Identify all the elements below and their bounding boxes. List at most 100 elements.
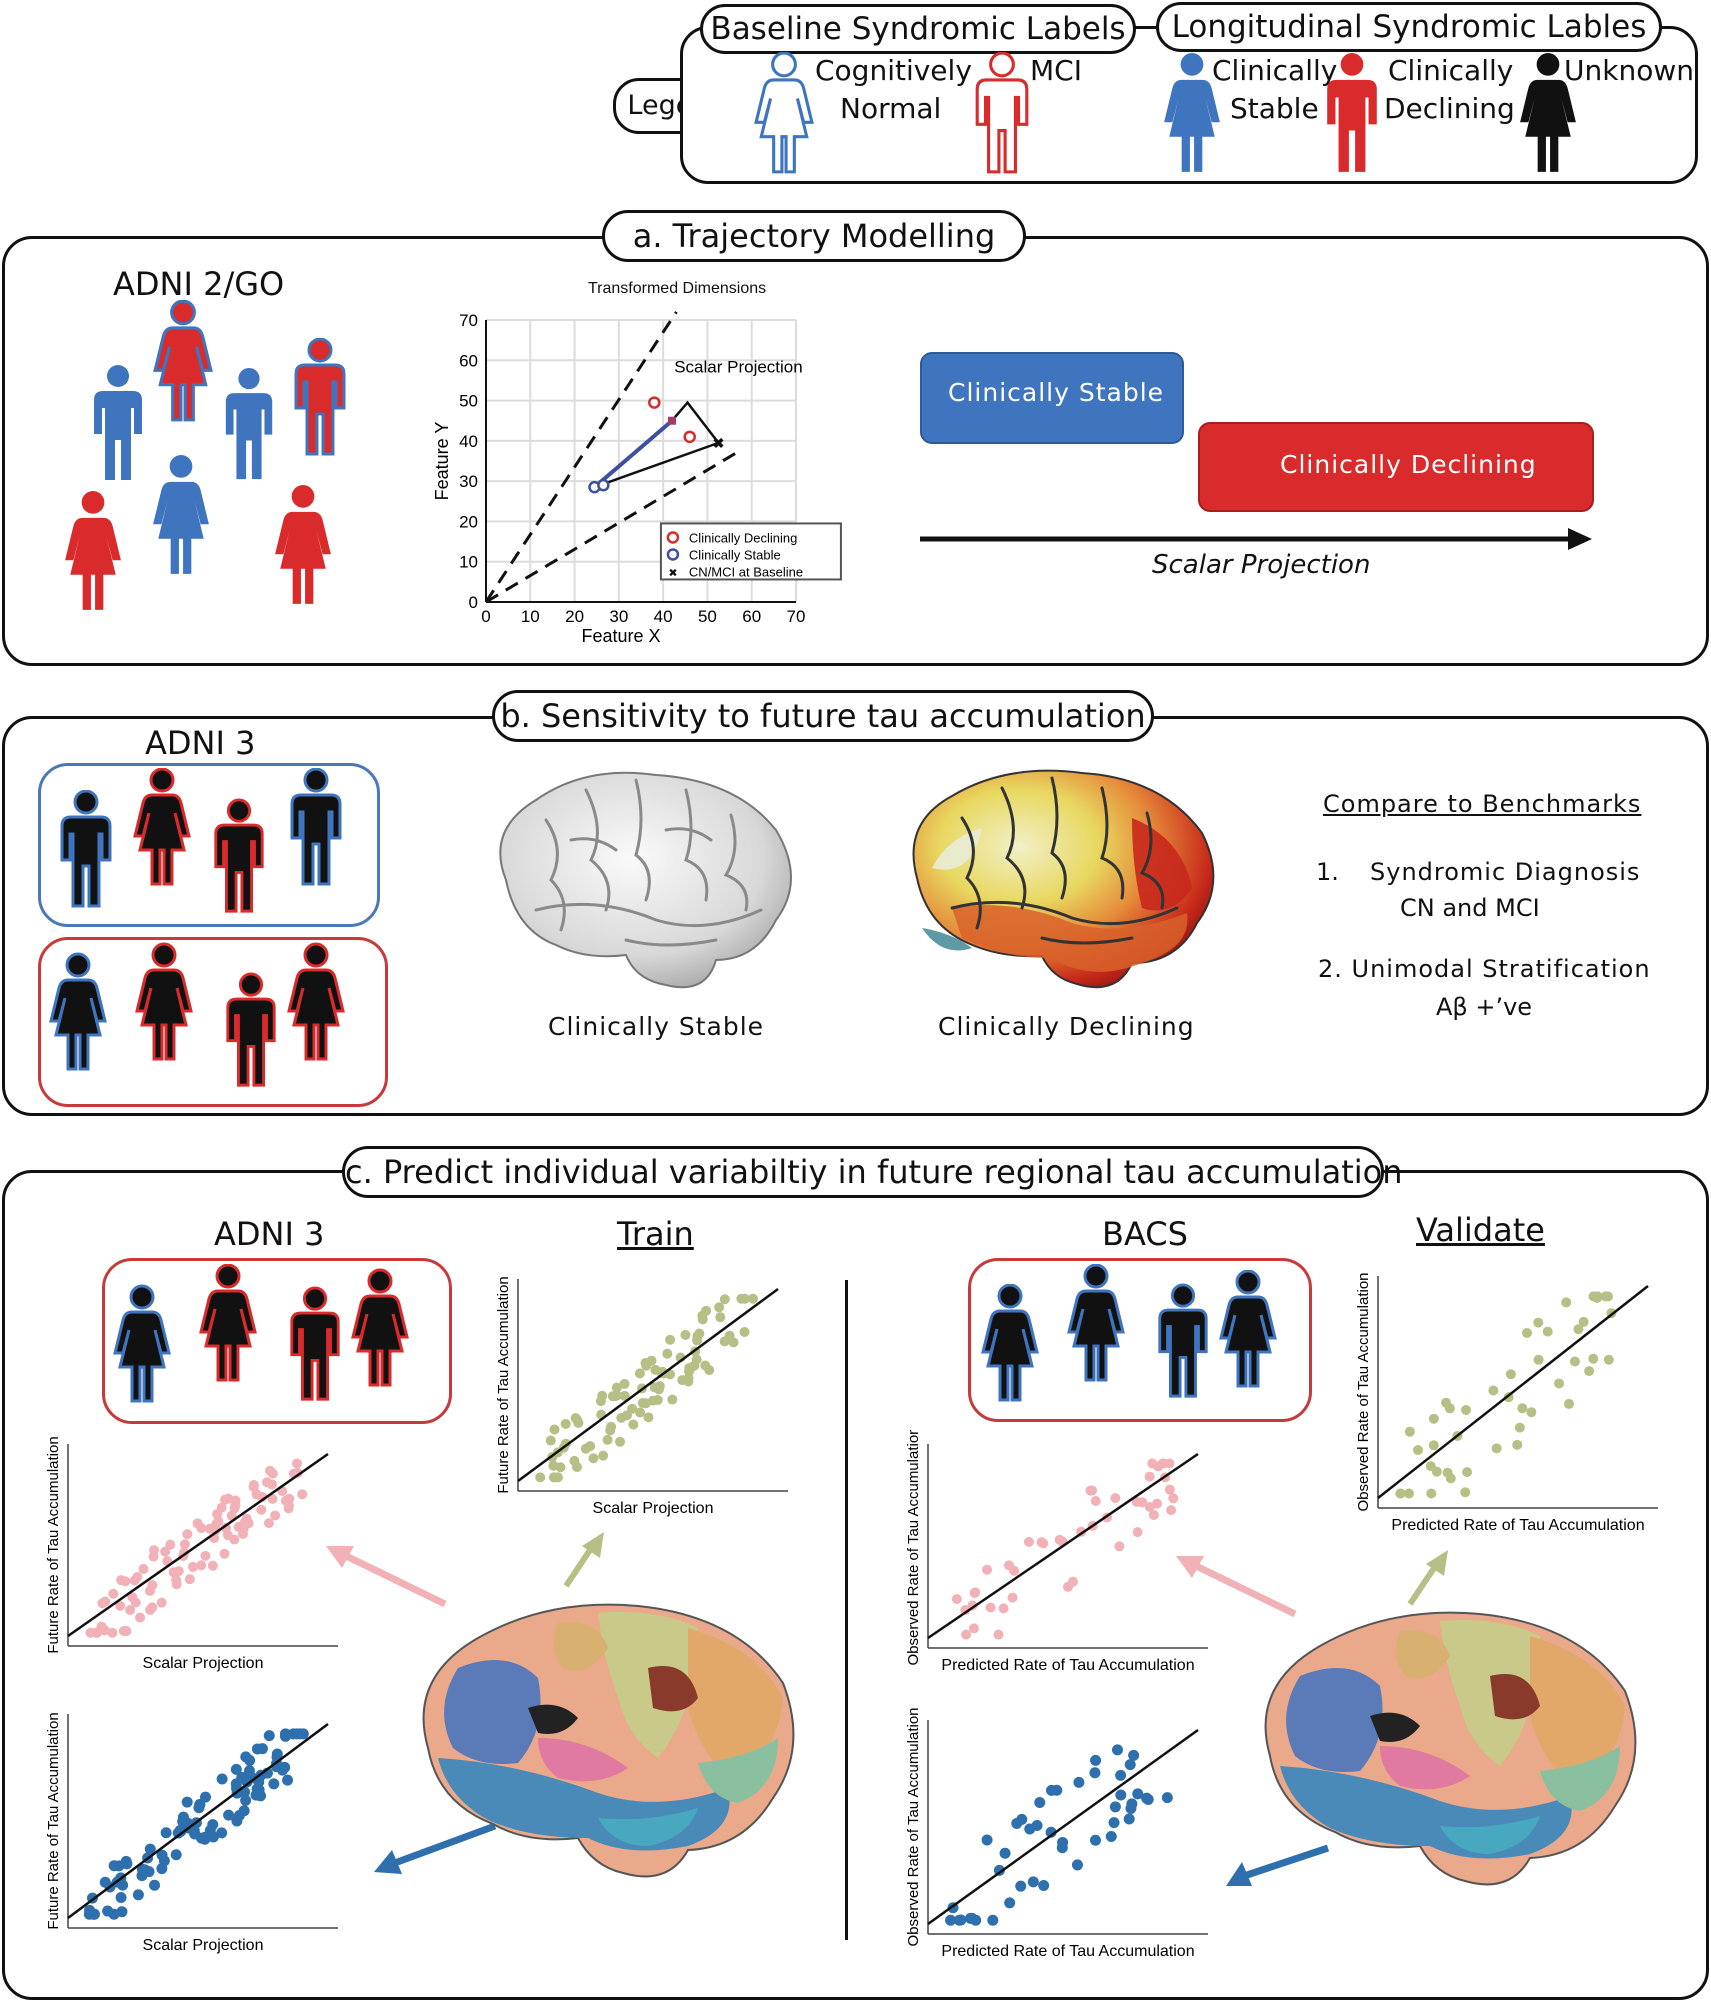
x-axis-label: Feature X <box>581 626 660 646</box>
scatter-point <box>545 1435 556 1446</box>
x-axis-label: Scalar Projection <box>143 1937 264 1954</box>
data-point <box>683 430 696 444</box>
scatter-point <box>1125 1802 1137 1814</box>
scatter-point <box>177 1811 189 1823</box>
data-point <box>597 478 610 492</box>
brain-parcellation-train <box>422 1603 795 1878</box>
scatter-point <box>279 1730 291 1742</box>
x-axis-label: Predicted Rate of Tau Accumulation <box>941 1943 1194 1960</box>
scatter-point <box>602 1434 613 1445</box>
panel-c-left-cohort: ADNI 3 <box>214 1215 325 1253</box>
scatter-point <box>1488 1385 1499 1396</box>
scatter-point <box>168 1567 179 1578</box>
y-axis-label: Future Rate of Tau Accumulation <box>45 1712 62 1929</box>
scatter-point <box>627 1403 638 1414</box>
panel-c-divider <box>845 1280 848 1940</box>
scatter-point <box>1603 1354 1614 1365</box>
scatter-point <box>100 1596 111 1607</box>
scatter-point <box>1164 1484 1175 1495</box>
scatter-point <box>223 1809 235 1821</box>
baseline-marker: ✖ <box>713 435 725 451</box>
fit-line <box>927 1728 1199 1926</box>
scatter-point <box>1403 1488 1414 1499</box>
clinically-stable-box <box>920 352 1184 444</box>
scatter-point <box>1004 1560 1015 1571</box>
person-woman-red <box>153 300 213 422</box>
scatter-point <box>1521 1327 1532 1338</box>
scatter-point <box>689 1360 700 1371</box>
benchmark-2-line1: 2. Unimodal Stratification <box>1318 955 1651 983</box>
scatter-point <box>115 1600 126 1611</box>
scatter-point <box>264 1465 275 1476</box>
panel-c-right-cohort: BACS <box>1102 1215 1188 1253</box>
scatter-point <box>230 1495 241 1506</box>
legend-marker <box>666 531 680 544</box>
scatter-point <box>951 1594 962 1605</box>
arrow-olive-up-2 <box>1407 1550 1448 1606</box>
scatter-point <box>1517 1403 1528 1414</box>
x-tick-label: 0 <box>481 607 490 626</box>
x-tick-label: 40 <box>654 607 673 626</box>
scatter-point <box>993 1629 1004 1640</box>
scatter-point <box>1034 1797 1046 1809</box>
scatter-point <box>125 1604 136 1615</box>
scatter-point <box>212 1509 223 1520</box>
scatter-point <box>263 1730 275 1742</box>
scatter-point <box>136 1863 148 1875</box>
scatter-point <box>1461 1404 1472 1415</box>
scatter-point <box>1068 1576 1079 1587</box>
scatter-point <box>193 1802 205 1814</box>
scatter-point <box>102 1905 114 1917</box>
fit-line <box>517 1287 779 1483</box>
scatter-point <box>1431 1466 1442 1477</box>
scatter-point <box>549 1472 560 1483</box>
scatter-point <box>1007 1592 1018 1603</box>
y-tick-label: 10 <box>459 553 478 572</box>
panel-c-title: c. Predict individual variabiltiy in fut… <box>342 1146 1402 1198</box>
scatter-point <box>1036 1537 1047 1548</box>
scatter-point <box>220 1494 231 1505</box>
scatter-validate-olive: Predicted Rate of Tau AccumulationObserv… <box>1355 1272 1658 1534</box>
scatter-point <box>1015 1880 1027 1892</box>
declining-group-people <box>49 942 345 1087</box>
arrow-pink-left <box>326 1546 447 1608</box>
scatter-point <box>219 1548 230 1559</box>
scatter-point <box>248 1479 259 1490</box>
y-axis-label: Future Rate of Tau Accumulation <box>495 1276 512 1493</box>
scatter-point <box>271 1748 283 1760</box>
scatter-point <box>1144 1471 1155 1482</box>
scatter-point <box>999 1847 1011 1859</box>
scatter-point <box>1027 1876 1039 1888</box>
scatter-point <box>1569 1356 1580 1367</box>
scatter-point <box>569 1455 580 1466</box>
scatter-point <box>987 1914 999 1926</box>
scatter-point <box>291 1458 302 1469</box>
panel-a-title: a. Trajectory Modelling <box>602 210 1026 262</box>
scatter-point <box>1428 1440 1439 1451</box>
x-axis-label: Scalar Projection <box>143 1655 264 1672</box>
scatter-point <box>207 1560 218 1571</box>
scatter-point <box>1462 1467 1473 1478</box>
scatter-point <box>188 1825 200 1837</box>
scatter-validate-blue: Predicted Rate of Tau AccumulationObserv… <box>905 1707 1208 1960</box>
legend-declining-label-1: Clinically <box>1388 54 1514 87</box>
panel-a-cohort: ADNI 2/GO <box>113 265 285 303</box>
fit-line <box>1377 1285 1649 1499</box>
stable-group-people <box>60 768 342 913</box>
benchmark-1-number: 1. <box>1316 858 1339 886</box>
clinically-declining-box <box>1198 422 1594 512</box>
x-axis-label: Scalar Projection <box>593 1500 714 1517</box>
scatter-point <box>628 1419 639 1430</box>
legend-marker <box>666 548 680 561</box>
scatter-point <box>981 1834 993 1846</box>
scatter-point <box>1491 1443 1502 1454</box>
projection-point <box>668 416 676 425</box>
scatter-point <box>719 1294 730 1305</box>
scatter-point <box>196 1523 207 1534</box>
scatter-point <box>1584 1366 1595 1377</box>
scatter-point <box>256 1743 268 1755</box>
scatter-point <box>748 1293 759 1304</box>
scatter-point <box>662 1348 673 1359</box>
scatter-point <box>179 1539 190 1550</box>
scatter-point <box>229 1534 240 1545</box>
